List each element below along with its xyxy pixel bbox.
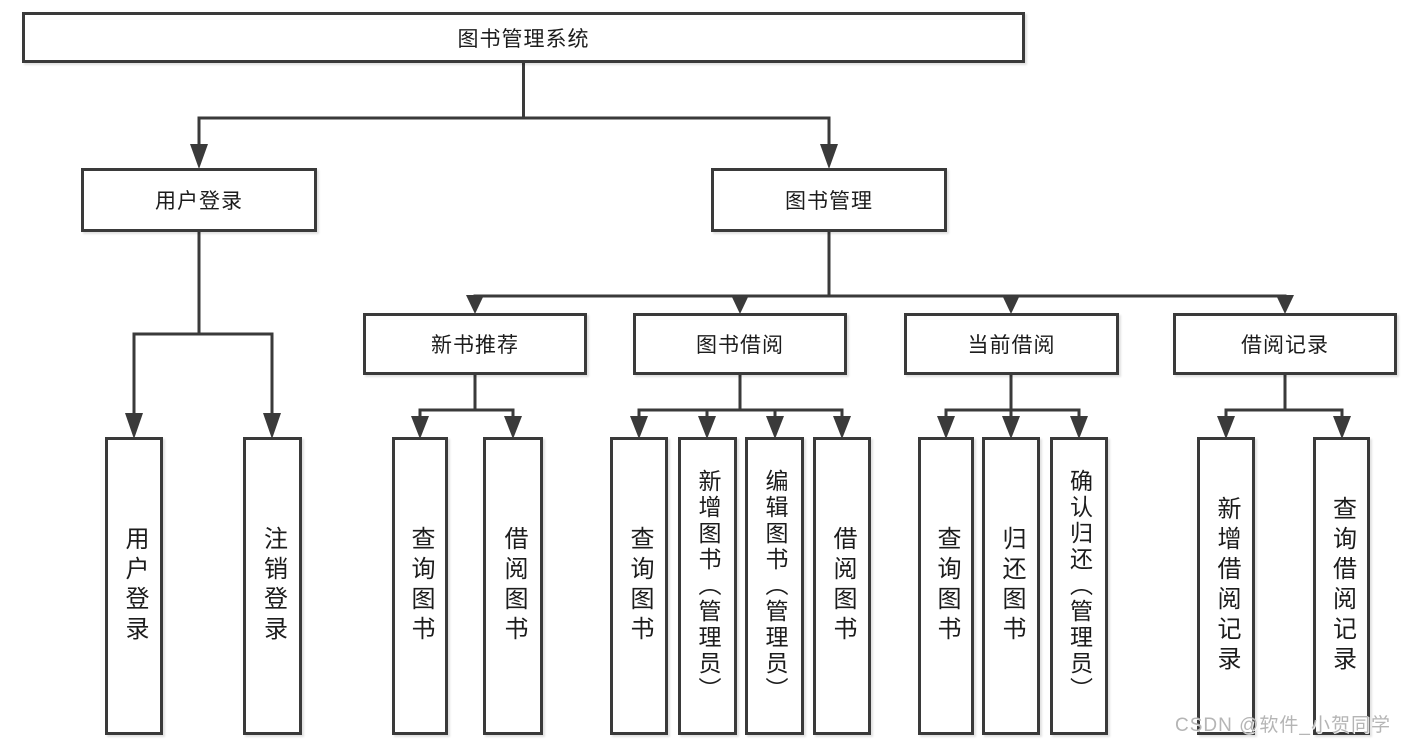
node-label: 图书借阅 — [696, 334, 784, 357]
leaf-edit-book-admin: 编辑图书（管理员） — [745, 437, 804, 735]
leaf-label: 借阅图书 — [829, 526, 856, 646]
leaf-label: 确认归还（管理员） — [1066, 469, 1093, 703]
leaf-label: 查询借阅记录 — [1328, 496, 1356, 676]
node-label: 新书推荐 — [431, 334, 519, 357]
leaf-label: 注销登录 — [259, 526, 287, 646]
csdn-watermark: CSDN @软件_小贺同学 — [1175, 715, 1391, 736]
node-label: 图书管理系统 — [457, 27, 590, 51]
node-current-borrow: 当前借阅 — [904, 313, 1119, 375]
node-library-management-system: 图书管理系统 — [22, 12, 1025, 63]
leaf-borrow-books: 借阅图书 — [813, 437, 871, 735]
node-user-login: 用户登录 — [81, 168, 317, 232]
leaf-user-login: 用户登录 — [105, 437, 163, 735]
leaf-borrow-books-recommend: 借阅图书 — [483, 437, 543, 735]
node-label: 当前借阅 — [967, 334, 1056, 357]
leaf-add-borrow-record: 新增借阅记录 — [1197, 437, 1255, 735]
leaf-return-book: 归还图书 — [982, 437, 1040, 735]
node-label: 用户登录 — [155, 190, 243, 213]
leaf-label: 查询图书 — [407, 526, 434, 646]
leaf-label: 用户登录 — [121, 526, 148, 646]
leaf-confirm-return-admin: 确认归还（管理员） — [1050, 437, 1108, 735]
node-label: 借阅记录 — [1241, 334, 1329, 357]
leaf-label: 查询图书 — [626, 526, 653, 646]
leaf-label: 归还图书 — [998, 526, 1025, 646]
leaf-query-borrow-record: 查询借阅记录 — [1313, 437, 1370, 735]
node-book-management: 图书管理 — [711, 168, 947, 232]
node-label: 图书管理 — [785, 190, 873, 213]
leaf-query-books-recommend: 查询图书 — [392, 437, 448, 735]
leaf-label: 编辑图书（管理员） — [762, 469, 788, 703]
node-new-book-recommend: 新书推荐 — [363, 313, 587, 375]
leaf-label: 查询图书 — [933, 526, 960, 646]
leaf-query-books-borrow: 查询图书 — [610, 437, 668, 735]
node-borrow-records: 借阅记录 — [1173, 313, 1397, 375]
leaf-label: 新增图书（管理员） — [695, 469, 721, 703]
leaf-add-book-admin: 新增图书（管理员） — [678, 437, 737, 735]
node-book-borrow: 图书借阅 — [633, 313, 847, 375]
leaf-query-books-current: 查询图书 — [918, 437, 974, 735]
leaf-logout: 注销登录 — [243, 437, 302, 735]
leaf-label: 新增借阅记录 — [1213, 496, 1240, 676]
leaf-label: 借阅图书 — [500, 526, 527, 646]
